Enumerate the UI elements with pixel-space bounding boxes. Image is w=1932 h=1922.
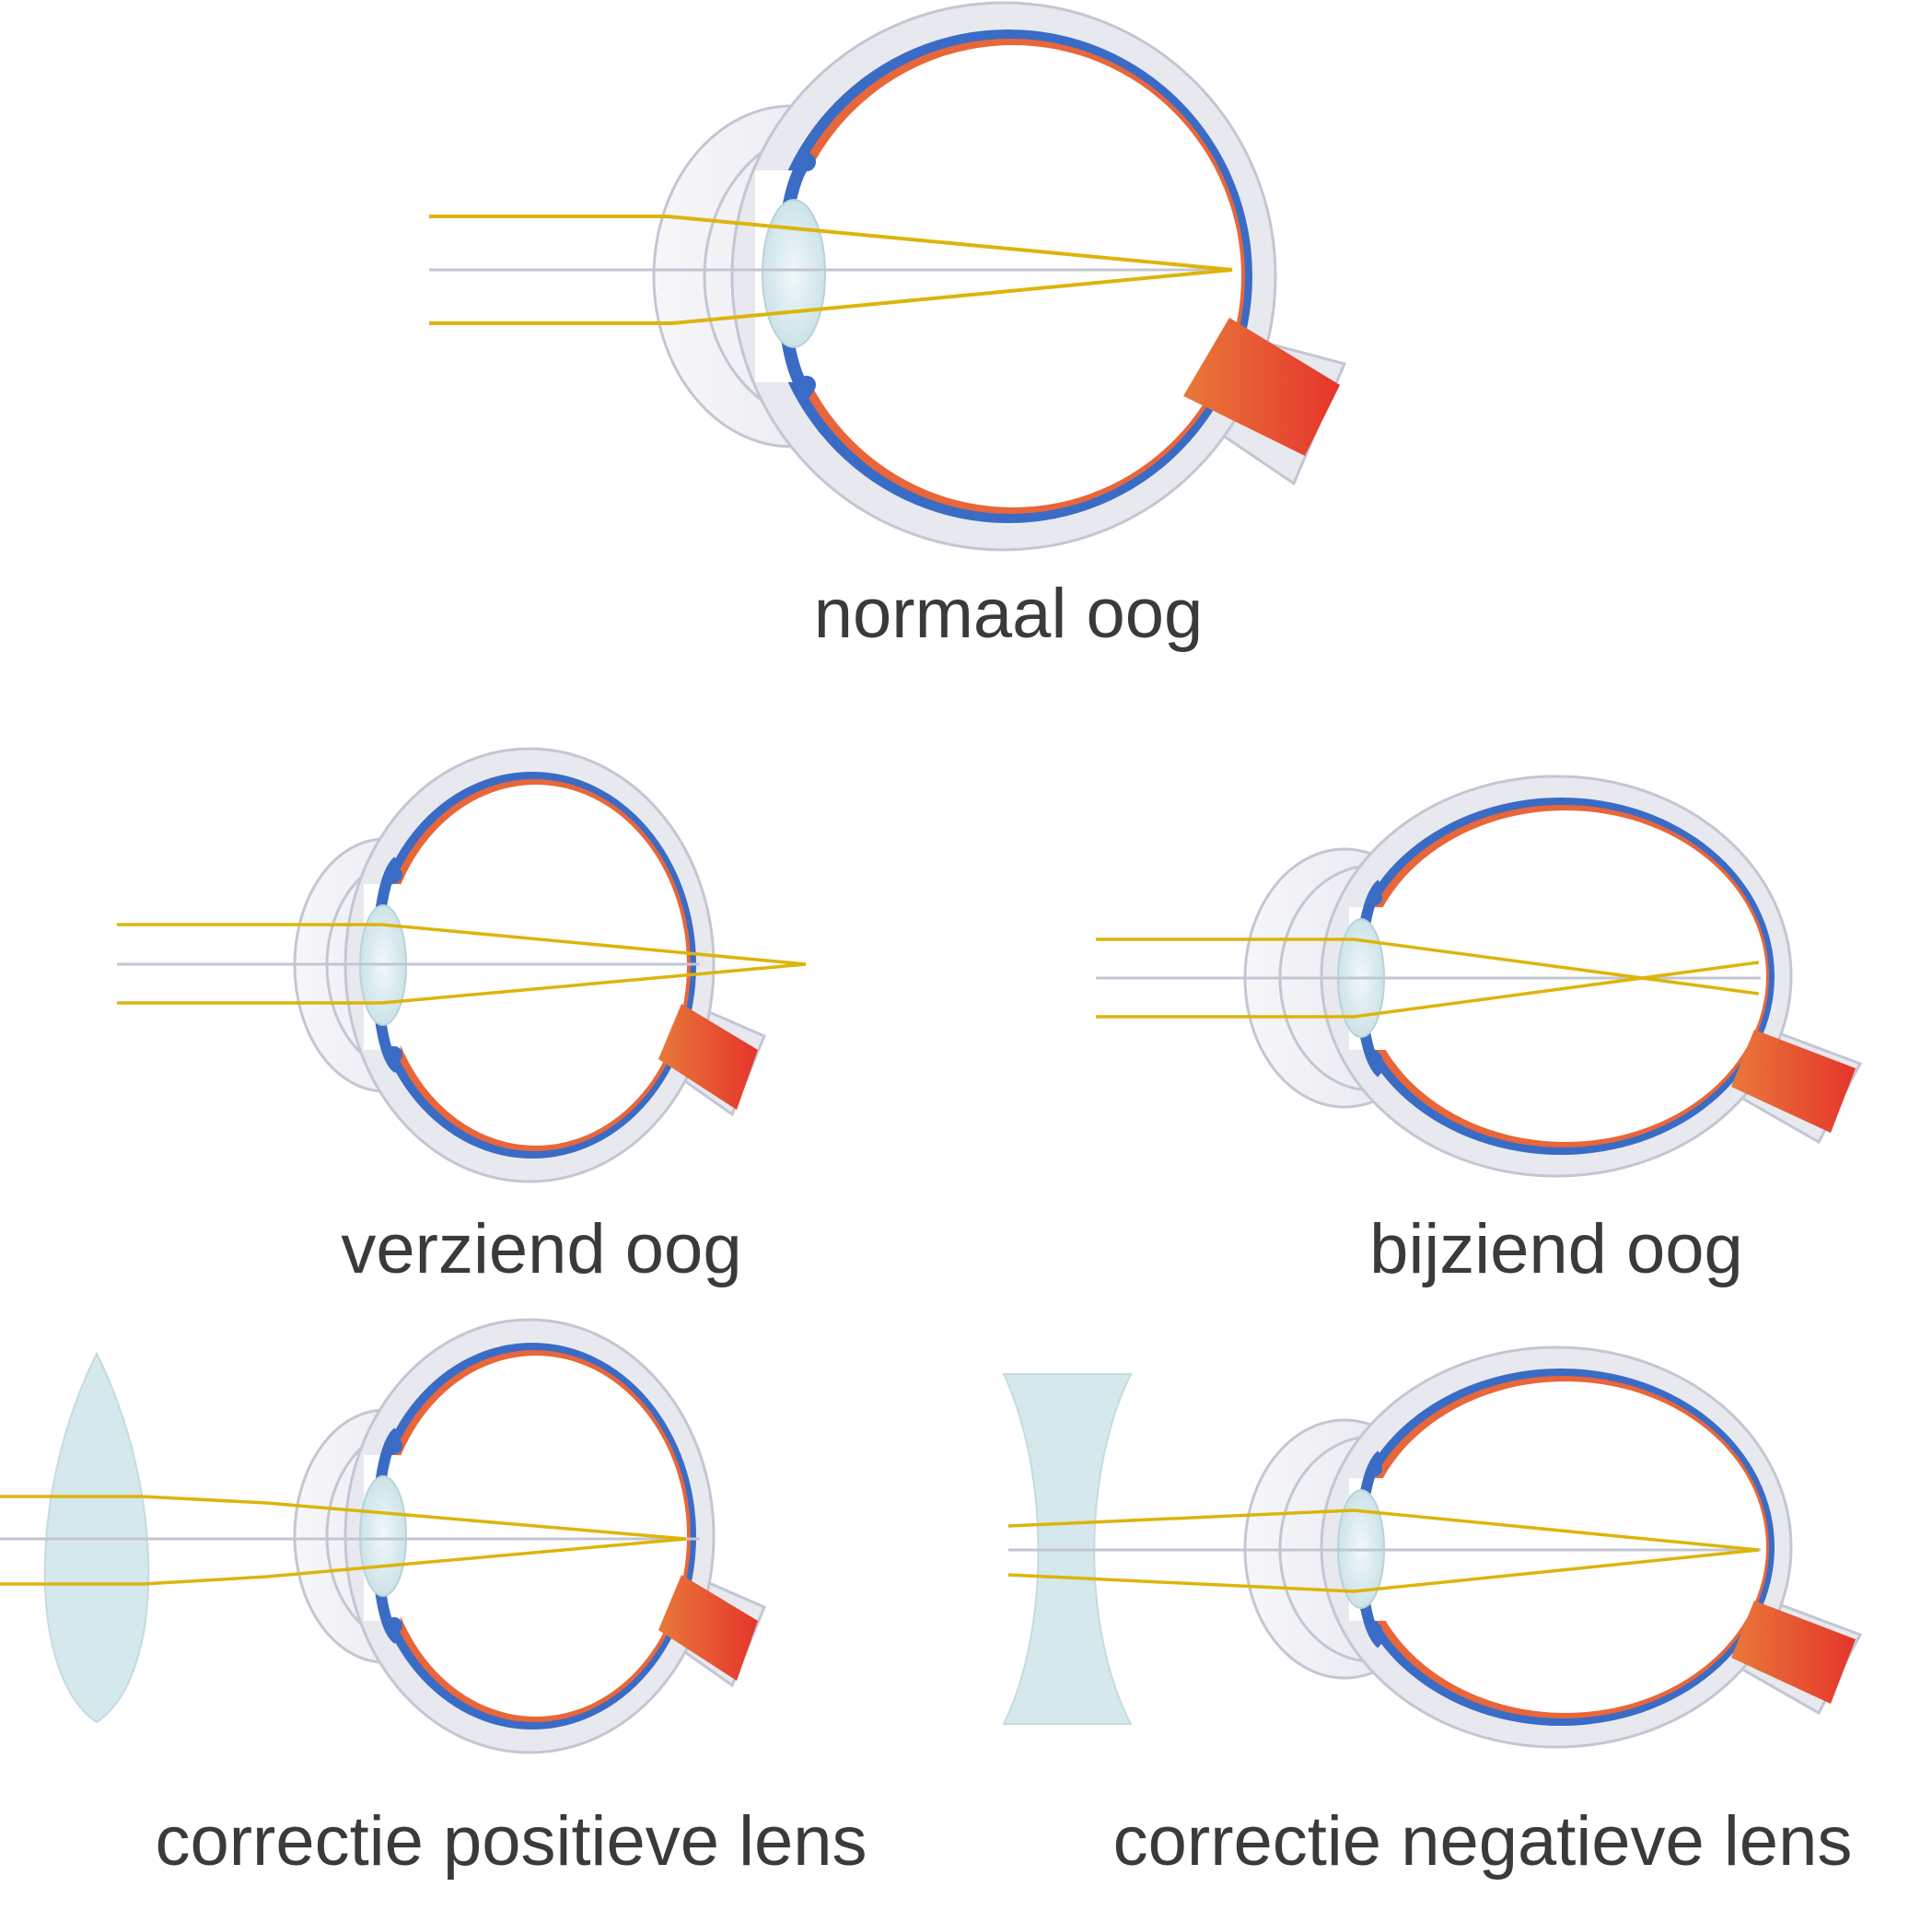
light-ray-bottom bbox=[1007, 1548, 1760, 1593]
eye-neg-correction bbox=[1002, 1345, 1863, 1749]
light-ray-top bbox=[1096, 938, 1760, 996]
eye-near bbox=[1096, 775, 1863, 1178]
eye-far bbox=[117, 747, 807, 1183]
light-ray-bottom bbox=[429, 268, 1233, 325]
vitreous bbox=[785, 45, 1241, 507]
light-ray-bottom bbox=[117, 962, 807, 1005]
vitreous bbox=[385, 1356, 687, 1717]
eye-lens bbox=[762, 199, 826, 348]
vitreous bbox=[1365, 810, 1766, 1142]
eye-lens bbox=[359, 1475, 407, 1597]
light-ray-bottom bbox=[1096, 961, 1760, 1019]
vitreous bbox=[1365, 1381, 1766, 1713]
label-normal: normaal oog bbox=[814, 575, 1204, 653]
eye-pos-correction bbox=[0, 1318, 766, 1754]
light-ray-bottom bbox=[0, 1537, 687, 1586]
label-far: verziend oog bbox=[341, 1210, 741, 1288]
optic-nerve bbox=[1183, 318, 1340, 456]
light-ray-top bbox=[117, 923, 807, 966]
label-near: bijziend oog bbox=[1369, 1210, 1743, 1288]
label-neg: correctie negatieve lens bbox=[1113, 1802, 1853, 1881]
label-pos: correctie positieve lens bbox=[155, 1802, 867, 1881]
light-ray-top bbox=[1007, 1508, 1760, 1552]
light-ray-top bbox=[0, 1495, 687, 1541]
eye-normal bbox=[429, 1, 1347, 552]
light-ray-top bbox=[429, 215, 1233, 272]
